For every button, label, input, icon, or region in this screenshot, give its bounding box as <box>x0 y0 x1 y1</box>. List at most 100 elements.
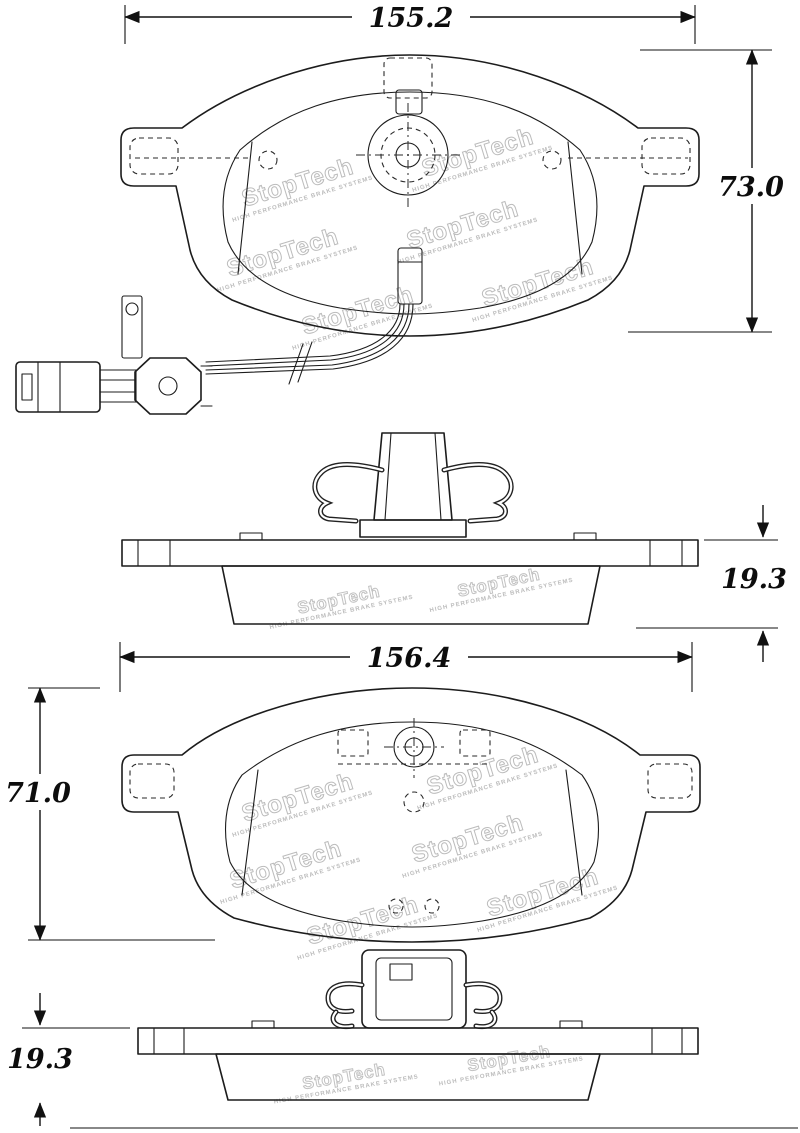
sensor-clamp-hole <box>158 376 178 396</box>
pad2-left-chamfer <box>241 769 259 896</box>
label-bg <box>716 562 794 594</box>
sensor-clamp <box>134 357 202 415</box>
pad2-profile-plate <box>137 1027 699 1055</box>
dimension-pad1-height: 73.0 <box>718 172 784 203</box>
sensor-wire <box>205 303 410 371</box>
clip1-left-wing-inner <box>313 463 384 523</box>
pad2-profile-tab-left <box>251 1020 275 1029</box>
label-bg <box>352 0 470 34</box>
watermark: StopTech HIGH PERFORMANCE BRAKE SYSTEMS <box>217 223 359 294</box>
clip1-right-wing-inner <box>442 463 513 523</box>
clip2-body <box>361 949 467 1029</box>
connector-detail-lines <box>37 361 61 413</box>
pad1-left-bolt <box>258 150 278 170</box>
pad2-profile-tab-right <box>559 1020 583 1029</box>
pad1-left-chamfer <box>237 141 253 275</box>
clip1-body-lines <box>384 432 442 521</box>
clip2-right-hook-inner <box>474 1010 497 1028</box>
pad2-thickness-dimension: 19.3 <box>2 993 130 1126</box>
wire-break-mark <box>288 343 304 385</box>
connector-latch <box>21 373 33 401</box>
dimension-pad2-thickness: 19.3 <box>7 1044 73 1075</box>
watermark: StopTech HIGH PERFORMANCE BRAKE SYSTEMS <box>438 1041 584 1087</box>
watermark: StopTech HIGH PERFORMANCE BRAKE SYSTEMS <box>397 195 539 266</box>
pad1-top-tab <box>395 89 423 115</box>
watermark: StopTech HIGH PERFORMANCE BRAKE SYSTEMS <box>232 768 374 839</box>
pad1-profile-view <box>121 532 699 625</box>
pad2-bottom-hole-right <box>424 898 440 914</box>
watermark: StopTech HIGH PERFORMANCE BRAKE SYSTEMS <box>269 581 414 631</box>
retaining-clip-2 <box>325 949 503 1030</box>
pad1-profile-friction <box>221 565 601 625</box>
clip2-left-wing-inner <box>326 982 364 1013</box>
pad2-right-slot <box>459 729 491 757</box>
pad2-right-ear-detail <box>647 763 693 799</box>
pad1-profile-end-lines <box>137 539 683 567</box>
pad1-width-dimension: 155.2 <box>124 0 696 44</box>
sensor-wire <box>205 303 401 363</box>
watermark: StopTech HIGH PERFORMANCE BRAKE SYSTEMS <box>477 863 619 934</box>
sensor-wire <box>205 303 405 367</box>
watermark: StopTech HIGH PERFORMANCE BRAKE SYSTEMS <box>273 1059 419 1105</box>
label-bg <box>350 640 468 674</box>
clip1-right-wing <box>441 462 514 524</box>
pad1-thickness-dimension: 19.3 <box>636 505 794 662</box>
pad1-hub-outer <box>367 114 449 196</box>
dimension-pad2-height: 71.0 <box>5 778 71 809</box>
pad2-left-ear-detail <box>129 763 175 799</box>
watermark: StopTech HIGH PERFORMANCE BRAKE SYSTEMS <box>417 741 559 812</box>
sensor-connector <box>15 361 101 413</box>
clip2-window <box>389 963 413 981</box>
pad2-mid-hole <box>403 791 425 813</box>
dimension-pad1-width: 155.2 <box>369 3 454 34</box>
retaining-clip-1 <box>312 432 514 538</box>
label-bg <box>714 168 790 204</box>
pad1-profile-plate <box>121 539 699 567</box>
pad1-profile-tab-right <box>573 532 597 541</box>
clip2-right-wing-inner <box>464 982 502 1013</box>
sensor-bracket-hole <box>125 302 139 316</box>
clip2-inner <box>375 957 453 1021</box>
clip1-base <box>359 519 467 538</box>
pad1-right-ear-detail <box>641 137 691 175</box>
pad1-right-bolt <box>542 150 562 170</box>
pad2-friction-outline <box>225 721 599 928</box>
pad2-front-view <box>121 687 701 943</box>
wire-break-mark <box>297 341 313 383</box>
pad2-profile-view <box>70 1020 798 1129</box>
watermark: StopTech HIGH PERFORMANCE BRAKE SYSTEMS <box>232 153 374 224</box>
sensor-tab <box>397 247 423 305</box>
pad1-left-ear-detail <box>129 137 179 175</box>
pad1-backing-plate-outline <box>120 54 700 337</box>
pad2-width-dimension: 156.4 <box>119 640 693 692</box>
pad1-friction-outline <box>222 91 598 315</box>
pad2-profile-friction <box>215 1053 601 1101</box>
watermark: StopTech HIGH PERFORMANCE BRAKE SYSTEMS <box>472 253 614 324</box>
pad1-front-view <box>120 54 700 337</box>
connector-neck <box>99 369 137 403</box>
sensor-wire <box>205 303 414 375</box>
pad2-backing-plate-outline <box>121 687 701 943</box>
pad1-right-chamfer <box>567 141 583 275</box>
pad2-profile-end-lines <box>153 1027 683 1055</box>
pad1-top-slot <box>383 57 433 99</box>
label-bg <box>2 1042 80 1074</box>
clip1-left-wing <box>312 462 385 524</box>
pad1-height-dimension: 73.0 <box>628 49 790 333</box>
pad2-height-dimension: 71.0 <box>4 687 215 941</box>
wear-sensor-assembly <box>15 247 423 415</box>
pad1-profile-tab-left <box>239 532 263 541</box>
pad2-right-chamfer <box>565 769 583 896</box>
sensor-bracket <box>121 295 143 359</box>
clip2-left-hook-inner <box>331 1010 354 1028</box>
pad2-bottom-hole-left <box>388 898 404 914</box>
dimension-pad1-thickness: 19.3 <box>721 564 787 595</box>
connector-neck-lines <box>99 379 137 393</box>
pad2-left-slot <box>337 729 369 757</box>
dimension-pad2-width: 156.4 <box>367 643 452 674</box>
watermark: StopTech HIGH PERFORMANCE BRAKE SYSTEMS <box>402 809 544 880</box>
clamp-link-lines <box>200 365 213 407</box>
label-bg <box>4 774 76 810</box>
